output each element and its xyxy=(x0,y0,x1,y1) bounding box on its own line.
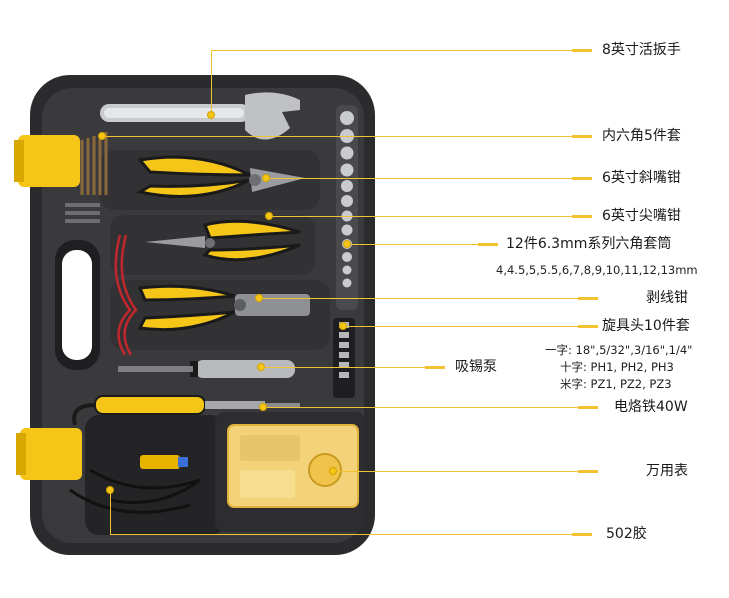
hex-keys xyxy=(80,132,108,195)
solder-pump xyxy=(118,360,295,378)
dot-bits xyxy=(339,322,347,330)
marker-meter xyxy=(578,470,598,473)
dot-hex xyxy=(98,132,106,140)
leader-glue xyxy=(110,534,580,535)
leader-strip xyxy=(259,298,589,299)
diagonal-pliers xyxy=(135,155,305,198)
dot-glue xyxy=(106,486,114,494)
label-socket-sizes: 4,4.5,5,5.5,6,7,8,9,10,11,12,13mm xyxy=(496,263,698,277)
dot-diag xyxy=(262,174,270,182)
leader-glue-v xyxy=(110,490,111,534)
dot-socket xyxy=(343,240,351,248)
label-hex-keys: 内六角5件套 xyxy=(602,128,681,144)
dot-meter xyxy=(329,467,337,475)
marker-bits xyxy=(578,325,598,328)
label-bits-phillips: 十字: PH1, PH2, PH3 xyxy=(560,360,674,374)
leader-wrench xyxy=(211,50,591,51)
leader-bits xyxy=(343,326,588,327)
socket-rail xyxy=(336,105,358,310)
leader-hex xyxy=(102,136,582,137)
leader-diag xyxy=(266,178,582,179)
test-leads xyxy=(114,234,138,356)
wire-stripper xyxy=(137,284,310,332)
dot-wrench xyxy=(207,111,215,119)
label-bits-pozi: 米字: PZ1, PZ2, PZ3 xyxy=(560,377,672,391)
label-soldering-iron: 电烙铁40W xyxy=(614,399,688,415)
soldering-iron xyxy=(72,395,300,426)
glue-cables xyxy=(69,455,201,514)
label-multimeter: 万用表 xyxy=(646,463,688,479)
label-solder-pump: 吸锡泵 xyxy=(455,359,497,375)
dot-pump xyxy=(257,363,265,371)
leader-wrench-v xyxy=(211,50,212,115)
label-needle-pliers: 6英寸尖嘴钳 xyxy=(602,208,681,224)
latch-top xyxy=(18,135,80,187)
marker-needle xyxy=(572,215,592,218)
marker-strip xyxy=(578,297,598,300)
marker-diag xyxy=(572,177,592,180)
dot-needle xyxy=(265,212,273,220)
marker-socket xyxy=(478,243,498,246)
label-bits-slot: 一字: 18",5/32",3/16",1/4" xyxy=(545,343,693,357)
label-socket-set: 12件6.3mm系列六角套筒 xyxy=(506,236,672,252)
multimeter xyxy=(227,424,359,508)
dot-strip xyxy=(255,294,263,302)
leader-needle xyxy=(269,216,582,217)
leader-iron xyxy=(263,407,588,408)
hex-keys-bent xyxy=(65,203,100,223)
marker-wrench xyxy=(572,49,592,52)
label-diagonal-pliers: 6英寸斜嘴钳 xyxy=(602,170,681,186)
latch-bottom xyxy=(20,428,82,480)
marker-hex xyxy=(572,135,592,138)
bit-holder xyxy=(333,318,355,398)
label-glue: 502胶 xyxy=(606,526,647,542)
leader-socket xyxy=(347,244,492,245)
leader-pump xyxy=(261,367,441,368)
marker-glue xyxy=(572,533,592,536)
needle-pliers xyxy=(145,219,301,262)
label-wrench: 8英寸活扳手 xyxy=(602,42,681,58)
marker-pump xyxy=(425,366,445,369)
leader-meter xyxy=(333,471,588,472)
marker-iron xyxy=(578,406,598,409)
label-wire-stripper: 剥线钳 xyxy=(646,290,688,306)
label-bits: 旋具头10件套 xyxy=(602,318,690,334)
dot-iron xyxy=(259,403,267,411)
